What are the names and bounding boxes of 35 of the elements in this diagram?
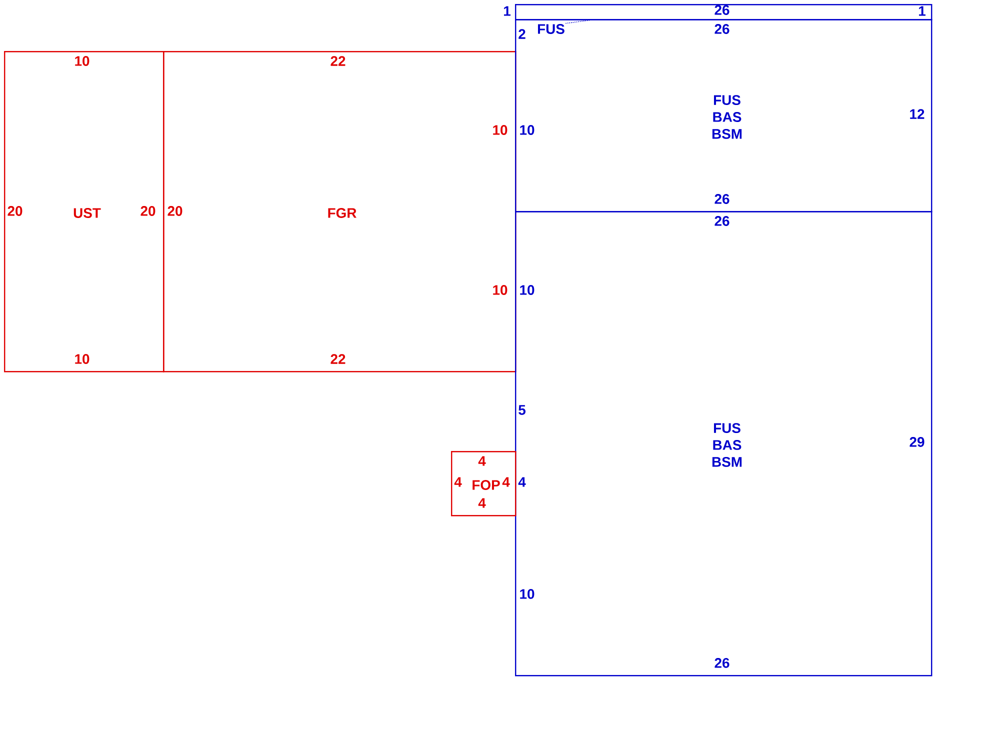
dimension-label: 10 (493, 285, 508, 295)
dimension-label: 26 (714, 194, 730, 204)
dimension-label: 26 (714, 24, 730, 34)
room-label: FGR (328, 208, 356, 218)
dimension-label: 1 (919, 6, 926, 16)
dimension-label: 4 (518, 477, 526, 487)
dimension-label: 1 (504, 6, 510, 16)
dimension-label: 4 (454, 477, 462, 487)
dimension-label: 12 (910, 109, 924, 119)
dimension-label: 4 (478, 498, 486, 508)
dimension-label: 10 (493, 125, 508, 135)
dimension-label: 10 (520, 125, 534, 135)
dimension-label: 5 (518, 405, 526, 415)
dimension-label: 10 (75, 56, 90, 66)
room-label: UST (74, 208, 101, 218)
dimension-label: 10 (520, 589, 534, 599)
dimension-label: 22 (330, 354, 346, 364)
dimension-label: 20 (140, 206, 156, 216)
dimension-label: 10 (520, 285, 534, 295)
dimension-label: 26 (714, 658, 730, 668)
dimension-label: 2 (518, 29, 526, 39)
room-label: FOP (472, 480, 500, 490)
dimension-label: 26 (714, 5, 730, 15)
dimension-label: 10 (75, 354, 90, 364)
dimension-label: 20 (168, 206, 182, 216)
dimension-label: 4 (478, 456, 486, 466)
room-label: FUS (538, 24, 564, 34)
leader-line (565, 20, 590, 24)
dimension-label: 29 (910, 437, 924, 447)
dimension-label: 20 (8, 206, 22, 216)
room-label: FUS BAS BSM (712, 423, 742, 467)
dimension-label: 4 (502, 477, 510, 487)
room-label: FUS BAS BSM (712, 95, 742, 139)
dimension-label: 22 (330, 56, 346, 66)
dimension-label: 26 (714, 216, 730, 226)
